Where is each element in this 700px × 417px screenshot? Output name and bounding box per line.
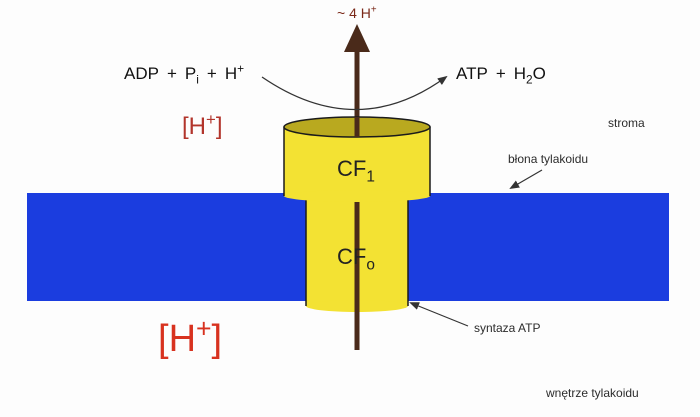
- pointer-arrow-icon: [509, 169, 543, 190]
- proton-symbol: H: [188, 113, 207, 140]
- membrane-label: błona tylakoidu: [508, 152, 589, 166]
- proton-flow-charge: +: [370, 4, 377, 16]
- cf1-name: CF: [337, 156, 367, 181]
- proton-symbol: H: [168, 318, 197, 360]
- synthase-label: syntaza ATP: [474, 321, 541, 335]
- cf1-subscript: 1: [366, 168, 375, 186]
- cf1-subunit: [283, 116, 431, 202]
- water-subscript: 2: [526, 72, 533, 87]
- bracket-close: ]: [215, 113, 223, 140]
- bracket-close: ]: [211, 318, 223, 360]
- cfo-subscript: o: [366, 256, 375, 274]
- proton-charge: +: [196, 313, 212, 344]
- proton-charge: +: [237, 61, 245, 76]
- lumen-proton-concentration: [H+]: [158, 315, 223, 360]
- pointer-arrow-icon: [409, 302, 469, 327]
- cf1-label: CF1: [337, 156, 375, 185]
- lumen-label: wnętrze tylakoidu: [546, 386, 639, 400]
- phosphate-label: P: [184, 64, 197, 83]
- cfo-label: CFo: [337, 244, 375, 273]
- phosphate-subscript: i: [196, 72, 199, 87]
- plus-sign: +: [166, 64, 177, 83]
- cfo-name: CF: [337, 244, 367, 269]
- proton-flow-label: ~ 4 H+: [337, 4, 377, 21]
- cf1-bottom: [284, 190, 430, 202]
- reaction-reactants: ADP+Pi+H+: [124, 62, 244, 85]
- bracket-open: [: [158, 318, 169, 360]
- reaction-products: ATP + H2O: [456, 64, 546, 85]
- stroma-label: stroma: [608, 116, 645, 130]
- water-label: H: [513, 64, 527, 83]
- plus-sign: +: [206, 64, 217, 83]
- proton-charge: +: [206, 110, 216, 129]
- cf1-body: [284, 127, 430, 196]
- proton-flow-count: ~ 4 H: [337, 5, 371, 21]
- water-suffix: O: [532, 64, 546, 83]
- curved-arrow-icon: [261, 75, 448, 111]
- stroma-proton-concentration: [H+]: [182, 111, 223, 140]
- plus-sign: +: [495, 64, 506, 83]
- adp-label: ADP: [124, 64, 159, 83]
- bracket-open: [: [182, 113, 189, 140]
- proton-label: H: [224, 64, 238, 83]
- atp-label: ATP: [456, 64, 488, 83]
- arrow-up-icon: [344, 24, 370, 52]
